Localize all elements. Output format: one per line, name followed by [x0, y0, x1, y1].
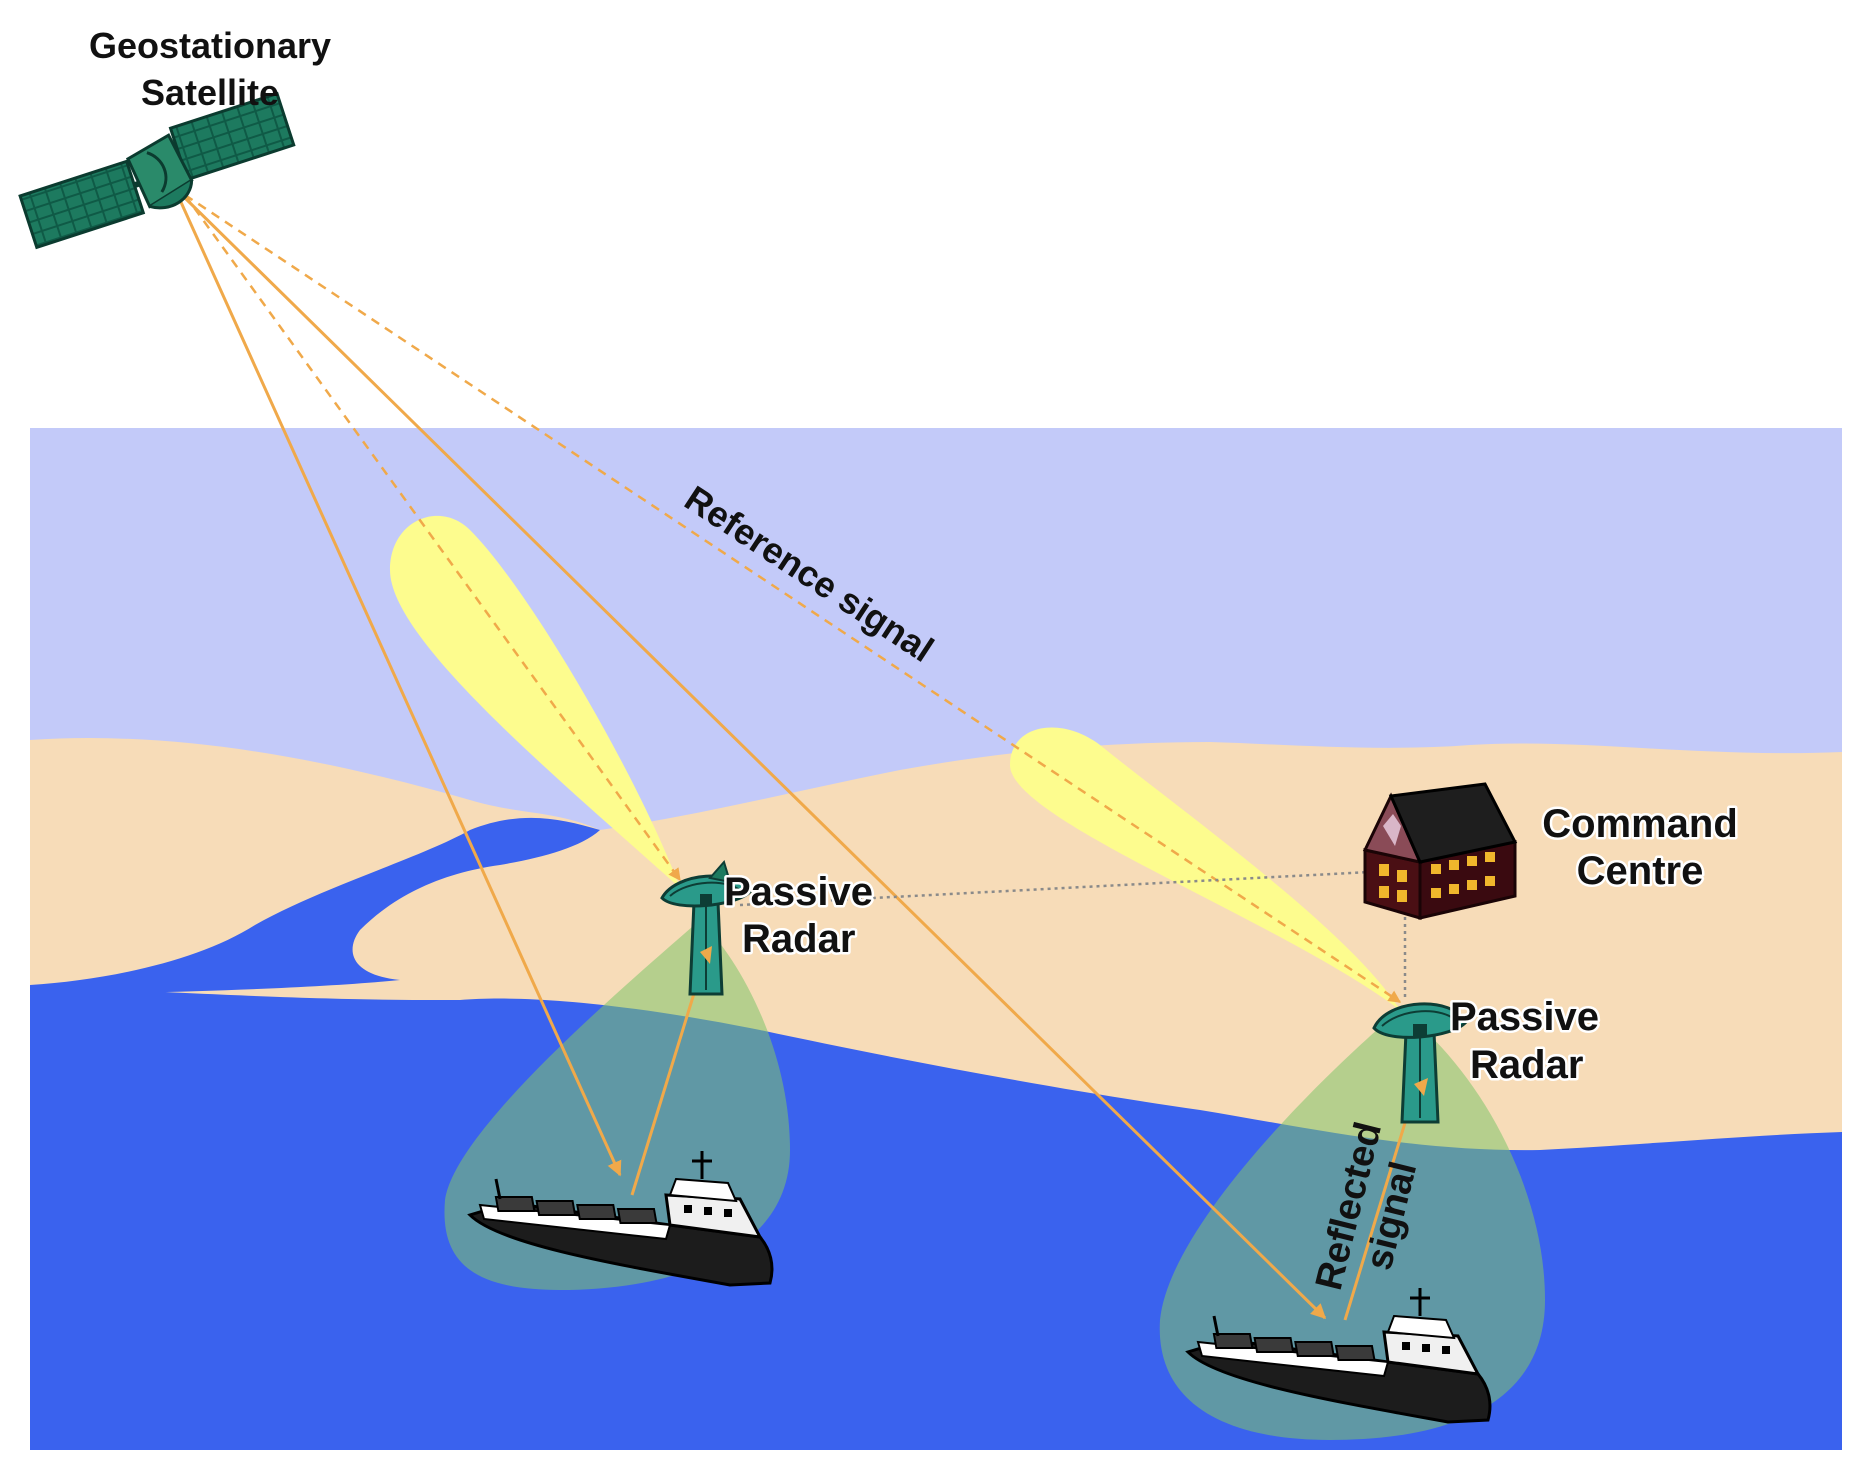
radar1-label-line2: Radar — [742, 917, 855, 961]
network-link-radar1-command — [739, 870, 1371, 907]
river-inlet — [30, 817, 600, 995]
radar-tower-icon — [1372, 1002, 1468, 1124]
radar-tower-icon — [660, 859, 752, 996]
radar1-reference-beam — [390, 515, 680, 888]
satellite-label-line2: Satellite — [141, 72, 279, 113]
radar2-label-line1: Passive — [1450, 995, 1599, 1039]
command-centre-label-line1: Command — [1542, 802, 1738, 846]
reference-path-radar1 — [183, 194, 682, 882]
illumination-path-ship2 — [183, 196, 1327, 1320]
radar1-label-line1: Passive — [724, 870, 873, 914]
reference-path-radar2 — [184, 193, 1402, 1004]
illumination-path-ship1 — [178, 199, 622, 1177]
satellite-label-line1: Geostationary — [89, 25, 331, 66]
building-icon — [1362, 782, 1518, 920]
radar2-reference-beam — [1010, 727, 1400, 1010]
radar2-label-line2: Radar — [1470, 1043, 1583, 1087]
command-centre-label-line2: Centre — [1577, 849, 1704, 893]
ship-icon — [467, 1151, 774, 1287]
ship-icon — [1185, 1288, 1492, 1424]
satellite-icon — [18, 91, 296, 250]
reflected-path-radar2 — [1343, 1088, 1419, 1321]
